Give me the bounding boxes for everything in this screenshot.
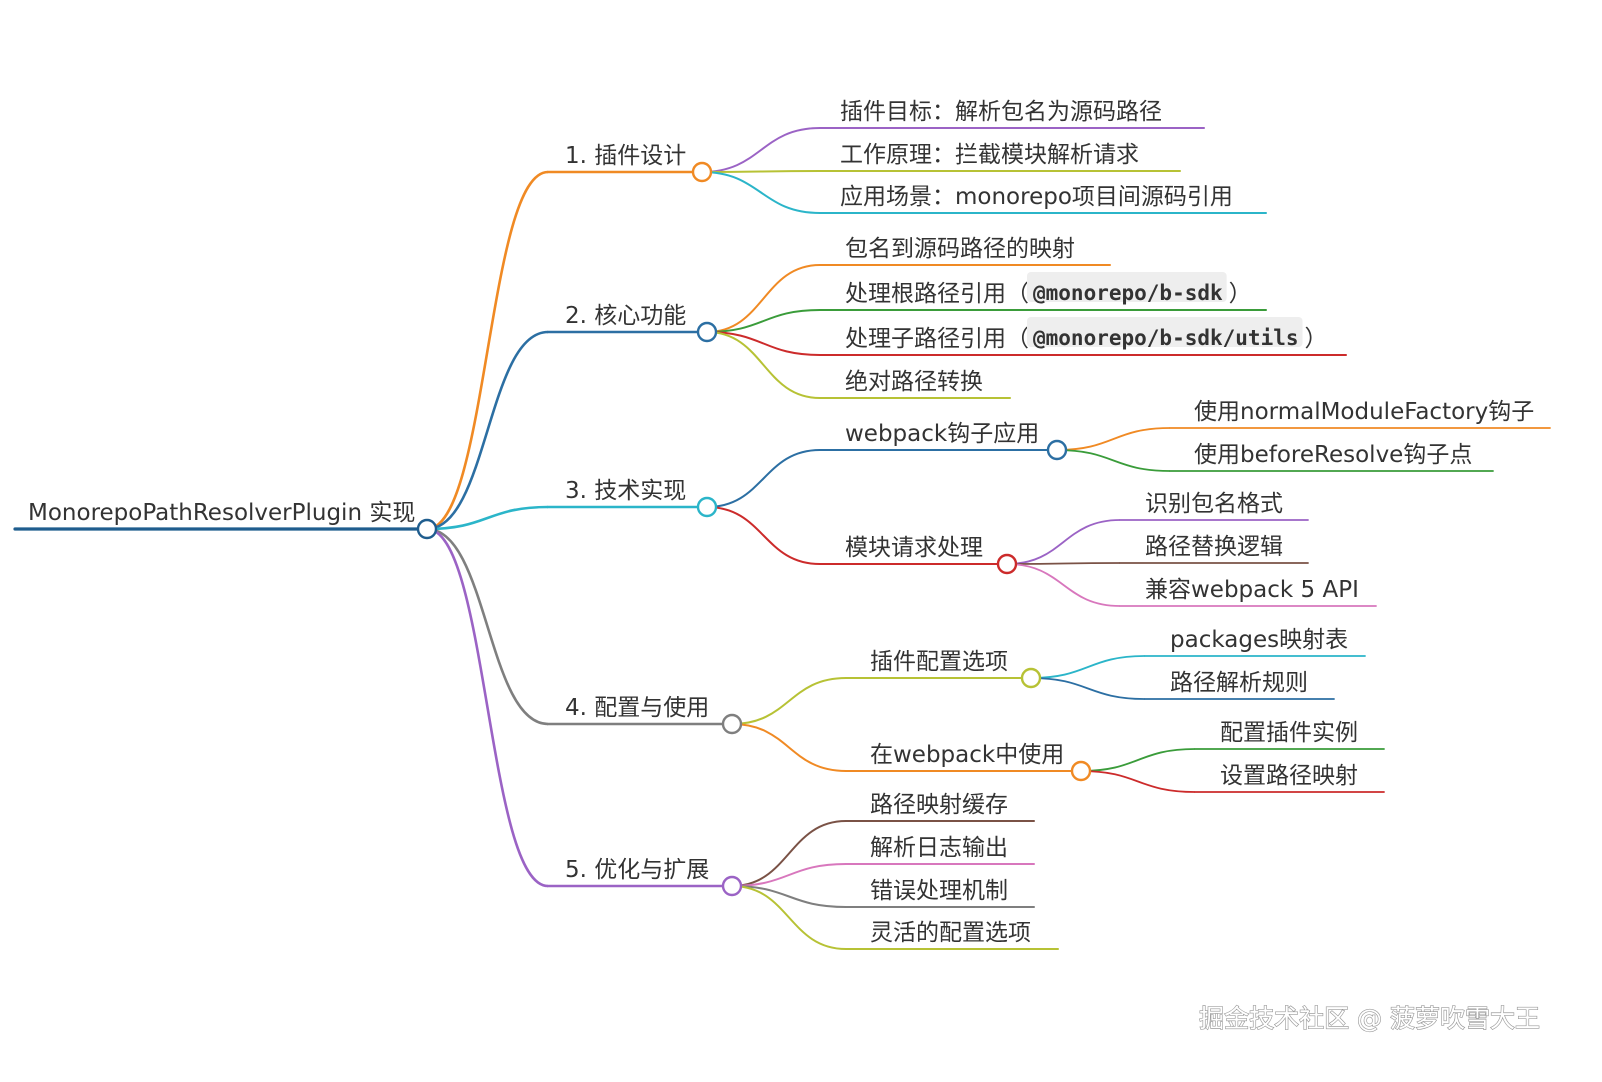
grandchild-connector (1030, 655, 1146, 679)
child-node-label: 模块请求处理 (845, 535, 983, 561)
code-background (1027, 317, 1303, 347)
child-connector (701, 127, 821, 173)
child-connector (731, 863, 847, 887)
child-connector (731, 677, 847, 725)
child-node-label: 应用场景：monorepo项目间源码引用 (840, 184, 1233, 210)
child-node-label: 灵活的配置选项 (870, 920, 1031, 946)
grandchild-node-label: 使用beforeResolve钩子点 (1194, 442, 1472, 468)
child-node-label: 解析日志输出 (870, 835, 1008, 861)
child-node-label: 路径映射缓存 (870, 792, 1008, 818)
child-node-label: 在webpack中使用 (870, 742, 1064, 768)
grandchild-node-label: 配置插件实例 (1220, 720, 1358, 746)
root-node-label: MonorepoPathResolverPlugin 实现 (28, 500, 415, 526)
grandchild-connector (1006, 519, 1121, 565)
grandchild-connector (1006, 562, 1121, 565)
code-snippet: @monorepo/b-sdk (1033, 281, 1223, 305)
branch-connector (426, 527, 549, 726)
grandchild-connector (1006, 563, 1121, 607)
branch-node-label: 4. 配置与使用 (565, 695, 709, 721)
child-node-circle (1070, 760, 1092, 782)
root-node-circle (416, 518, 438, 540)
grandchild-connector (1056, 427, 1171, 451)
child-node-label: 包名到源码路径的映射 (845, 236, 1075, 262)
grandchild-node-label: 使用normalModuleFactory钩子 (1194, 399, 1534, 425)
branch-connector (426, 505, 549, 531)
branch-node-circle (721, 713, 743, 735)
code-node-close: ） (1229, 281, 1252, 307)
watermark-text: 掘金技术社区 @ 菠萝吹雪大王 (1199, 1004, 1540, 1033)
child-connector (701, 171, 821, 214)
mindmap-edges (13, 127, 1551, 950)
grandchild-connector (1056, 449, 1171, 472)
branch-node-label: 3. 技术实现 (565, 478, 686, 504)
child-connector (706, 331, 821, 399)
child-node-label: 处理根路径引用（@monorepo/b-sdk） (845, 272, 1252, 307)
grandchild-node-label: 兼容webpack 5 API (1145, 577, 1359, 603)
child-node-label: 插件目标：解析包名为源码路径 (840, 99, 1162, 125)
grandchild-connector (1080, 770, 1196, 793)
branch-node-circle (696, 321, 718, 343)
child-node-circle (1046, 439, 1068, 461)
child-connector (706, 449, 821, 508)
child-connector (706, 506, 821, 565)
child-connector (701, 170, 821, 173)
child-connector (731, 820, 847, 887)
child-connector (731, 723, 847, 772)
grandchild-connector (1080, 748, 1196, 772)
grandchild-node-label: 设置路径映射 (1220, 763, 1358, 789)
child-connector (706, 264, 821, 333)
branch-connector (426, 330, 549, 531)
child-node-label: 错误处理机制 (870, 878, 1008, 904)
child-node-circle (1020, 667, 1042, 689)
child-node-label: webpack钩子应用 (845, 421, 1039, 447)
child-node-label: 插件配置选项 (870, 649, 1008, 675)
mindmap-nodes: MonorepoPathResolverPlugin 实现 1. 插件设计 插件目标… (28, 99, 1534, 946)
child-node-circle (996, 553, 1018, 575)
code-node-label: 处理根路径引用（ (845, 281, 1029, 307)
branch-node-label: 5. 优化与扩展 (565, 857, 709, 883)
child-node-label: 处理子路径引用（@monorepo/b-sdk/utils） (845, 317, 1328, 352)
child-node-label: 绝对路径转换 (845, 369, 983, 395)
branch-node-label: 2. 核心功能 (565, 303, 686, 329)
grandchild-node-label: packages映射表 (1170, 627, 1348, 653)
branch-node-circle (691, 161, 713, 183)
child-connector (731, 885, 847, 908)
branch-node-circle (696, 496, 718, 518)
grandchild-node-label: 路径解析规则 (1170, 670, 1308, 696)
grandchild-node-label: 路径替换逻辑 (1145, 534, 1283, 560)
grandchild-connector (1030, 677, 1146, 700)
branch-connector (426, 170, 549, 531)
branch-node-label: 1. 插件设计 (565, 143, 686, 169)
code-snippet: @monorepo/b-sdk/utils (1033, 326, 1299, 350)
branch-connector (426, 527, 549, 888)
branch-node-circle (721, 875, 743, 897)
grandchild-node-label: 识别包名格式 (1145, 491, 1283, 517)
child-node-label: 工作原理：拦截模块解析请求 (840, 142, 1139, 168)
code-node-close: ） (1305, 326, 1328, 352)
child-connector (731, 885, 847, 950)
code-background (1027, 272, 1227, 302)
child-connector (706, 309, 821, 333)
code-node-label: 处理子路径引用（ (845, 326, 1029, 352)
child-connector (706, 331, 821, 356)
